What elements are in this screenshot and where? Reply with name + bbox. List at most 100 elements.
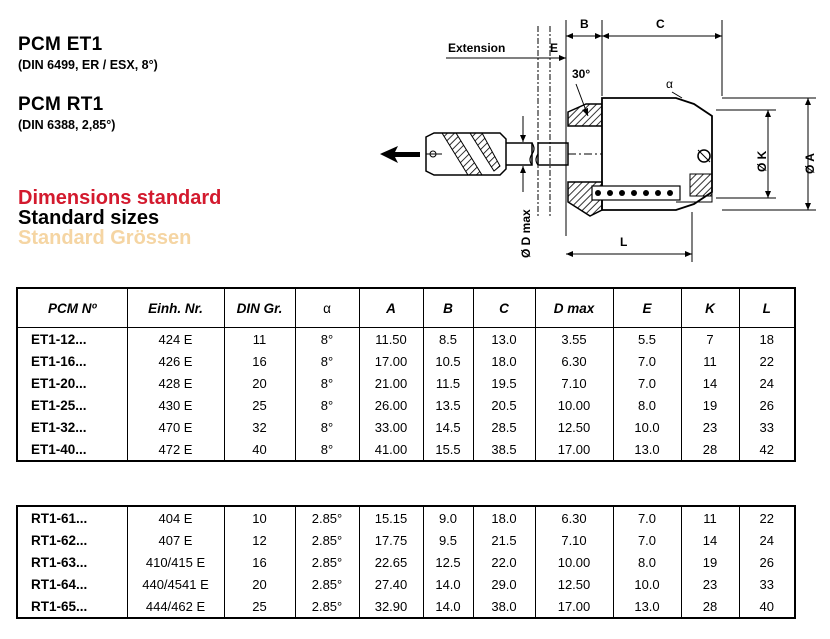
- table-cell: 2.85°: [294, 505, 360, 529]
- label-a: Ø A: [803, 153, 817, 174]
- label-alpha: α: [666, 77, 673, 91]
- table-cell: 407 E: [126, 529, 225, 551]
- table-cell: 23: [680, 416, 740, 438]
- table-cell: 9.5: [422, 529, 474, 551]
- table-cell: 18: [738, 327, 796, 350]
- table-cell: 22.65: [358, 551, 424, 573]
- table-cell: 14.0: [422, 573, 474, 595]
- table-cell: 11.5: [422, 372, 474, 394]
- table-cell: 7: [680, 327, 740, 350]
- table-cell: 29.0: [472, 573, 536, 595]
- col-b: B: [422, 287, 474, 328]
- table-cell: 12: [223, 529, 296, 551]
- table-cell: 8°: [294, 327, 360, 350]
- table-cell: 7.0: [612, 529, 682, 551]
- table-cell: 13.0: [612, 438, 682, 462]
- technical-drawing: Extension E B C 30° α Ø K Ø A Ø D max L: [380, 17, 817, 262]
- table-cell: ET1-32...: [16, 416, 128, 438]
- table-cell: 13.0: [612, 595, 682, 619]
- et-title: PCM ET1: [18, 34, 103, 55]
- label-english: Standard sizes: [18, 207, 160, 229]
- table-cell: 8°: [294, 394, 360, 416]
- table-cell: 17.00: [534, 595, 614, 619]
- table-cell: 10.5: [422, 350, 474, 372]
- table-cell: 7.10: [534, 372, 614, 394]
- table-cell: 32: [223, 416, 296, 438]
- table-et: PCM Nº Einh. Nr. DIN Gr. α A B C D max E…: [16, 287, 796, 462]
- table-cell: 8°: [294, 350, 360, 372]
- table-cell: 33: [738, 573, 796, 595]
- table-cell: 426 E: [126, 350, 225, 372]
- table-cell: 8°: [294, 372, 360, 394]
- label-c: C: [656, 17, 665, 31]
- table-cell: RT1-61...: [16, 505, 128, 529]
- table-cell: 17.75: [358, 529, 424, 551]
- table-cell: 14.5: [422, 416, 474, 438]
- table-cell: 7.0: [612, 350, 682, 372]
- table-cell: 24: [738, 529, 796, 551]
- label-german: Standard Grössen: [18, 227, 192, 249]
- table-cell: 18.0: [472, 350, 536, 372]
- table-cell: 25: [223, 595, 296, 619]
- table-cell: 14.0: [422, 595, 474, 619]
- table-cell: 8.0: [612, 551, 682, 573]
- et-subtitle: (DIN 6499, ER / ESX, 8°): [18, 58, 158, 72]
- table-cell: ET1-12...: [16, 327, 128, 350]
- rt-title: PCM RT1: [18, 94, 104, 115]
- table-cell: 8.0: [612, 394, 682, 416]
- table-cell: 33: [738, 416, 796, 438]
- table-cell: 40: [223, 438, 296, 462]
- label-k: Ø K: [755, 150, 769, 172]
- table-cell: 15.5: [422, 438, 474, 462]
- table-cell: ET1-40...: [16, 438, 128, 462]
- table-cell: 12.50: [534, 573, 614, 595]
- table-cell: 33.00: [358, 416, 424, 438]
- table-cell: 17.00: [358, 350, 424, 372]
- table-cell: 23: [680, 573, 740, 595]
- table-cell: 9.0: [422, 505, 474, 529]
- table-cell: 5.5: [612, 327, 682, 350]
- table-cell: 17.00: [534, 438, 614, 462]
- table-cell: 28: [680, 595, 740, 619]
- label-french: Dimensions standard: [18, 187, 222, 209]
- table-cell: 424 E: [126, 327, 225, 350]
- label-e: E: [550, 41, 558, 55]
- table-cell: 22.0: [472, 551, 536, 573]
- table-cell: RT1-62...: [16, 529, 128, 551]
- table-cell: 32.90: [358, 595, 424, 619]
- table-cell: ET1-25...: [16, 394, 128, 416]
- table-cell: 11: [680, 350, 740, 372]
- table-cell: 8°: [294, 416, 360, 438]
- table-cell: ET1-20...: [16, 372, 128, 394]
- table-cell: 404 E: [126, 505, 225, 529]
- col-c: C: [472, 287, 536, 328]
- table-cell: 14: [680, 372, 740, 394]
- table-cell: 11: [680, 505, 740, 529]
- table-cell: 27.40: [358, 573, 424, 595]
- table-cell: RT1-65...: [16, 595, 128, 619]
- table-cell: 15.15: [358, 505, 424, 529]
- label-b: B: [580, 17, 589, 31]
- table-cell: 22: [738, 350, 796, 372]
- holder-body: [567, 97, 713, 217]
- table-cell: RT1-64...: [16, 573, 128, 595]
- rt-subtitle: (DIN 6388, 2,85°): [18, 118, 116, 132]
- table-cell: 20: [223, 372, 296, 394]
- label-l: L: [620, 235, 627, 249]
- table-cell: 7.10: [534, 529, 614, 551]
- table-cell: 470 E: [126, 416, 225, 438]
- table-cell: 20.5: [472, 394, 536, 416]
- table-cell: 20: [223, 573, 296, 595]
- table-cell: 10.00: [534, 394, 614, 416]
- table-cell: 41.00: [358, 438, 424, 462]
